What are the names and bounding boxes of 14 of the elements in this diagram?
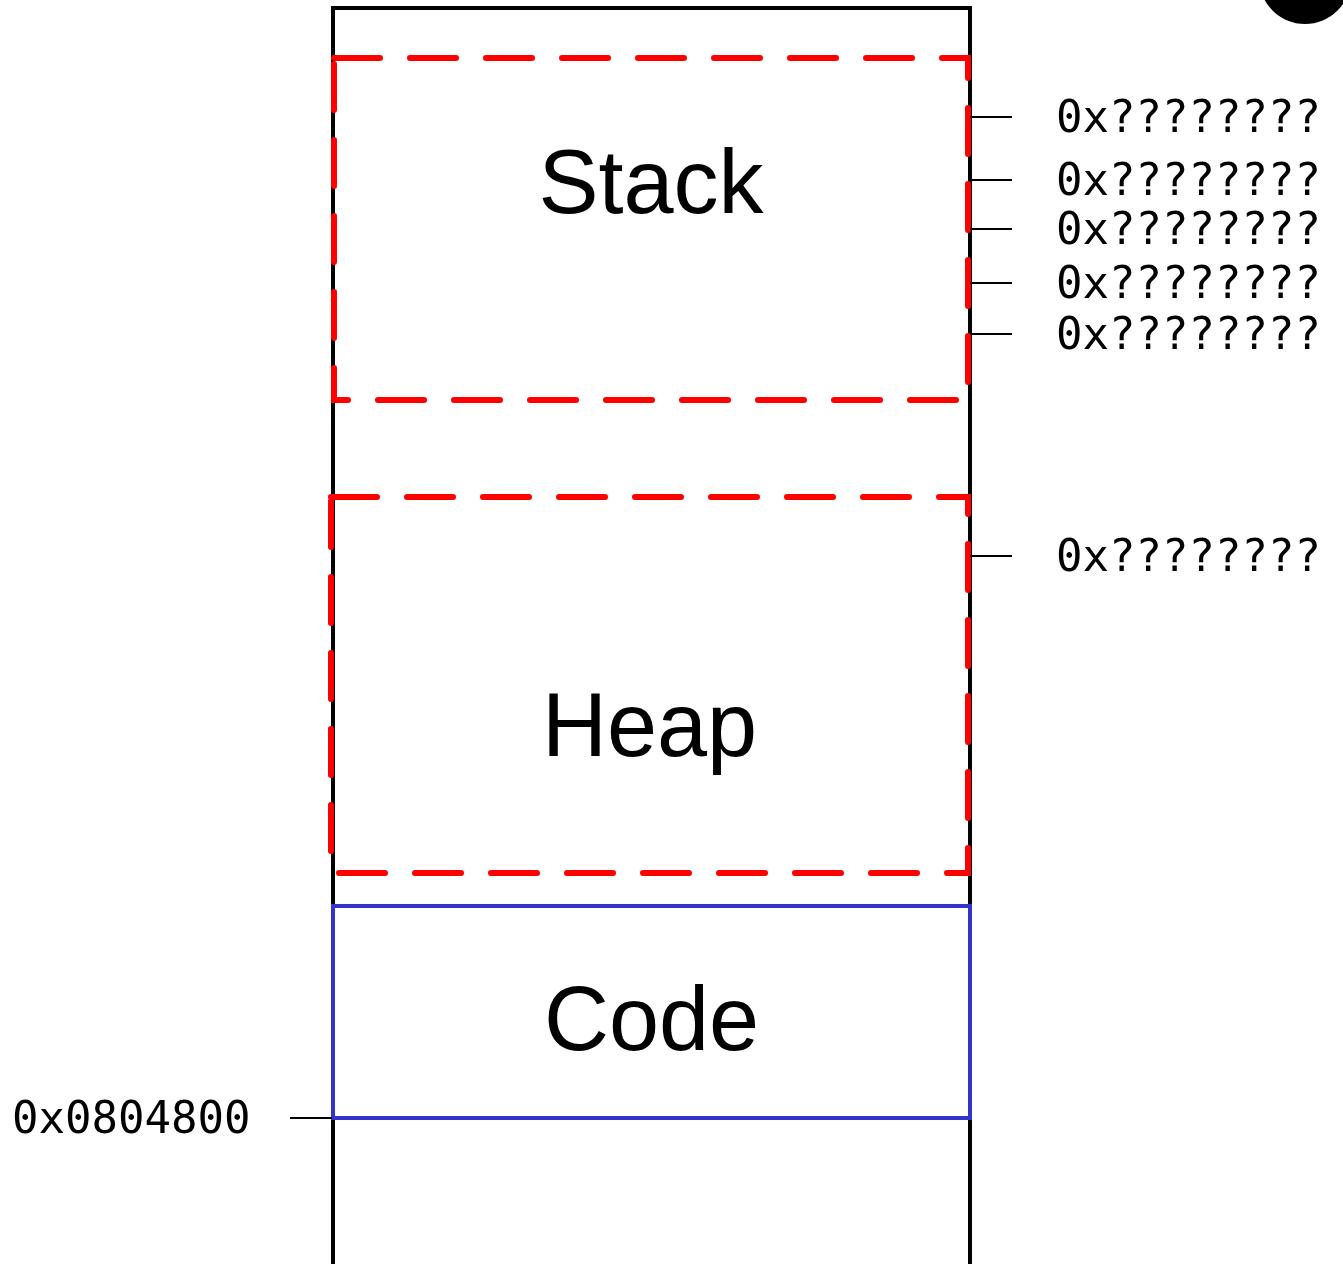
dashed-segment-box — [328, 494, 971, 876]
address-label: 0x???????? — [1056, 155, 1321, 205]
address-label: 0x0804800 — [12, 1093, 251, 1143]
address-label: 0x???????? — [1056, 309, 1321, 359]
address-label: 0x???????? — [1056, 204, 1321, 254]
code-segment-box — [331, 904, 972, 1120]
dashed-segment-box — [331, 55, 971, 403]
address-label: 0x???????? — [1056, 531, 1321, 581]
segment-label: Stack — [538, 131, 764, 234]
segment-label: Code — [543, 968, 760, 1071]
segment-label: Heap — [541, 674, 758, 777]
address-label: 0x???????? — [1056, 258, 1321, 308]
address-label: 0x???????? — [1056, 92, 1321, 142]
memory-block — [331, 6, 972, 1264]
